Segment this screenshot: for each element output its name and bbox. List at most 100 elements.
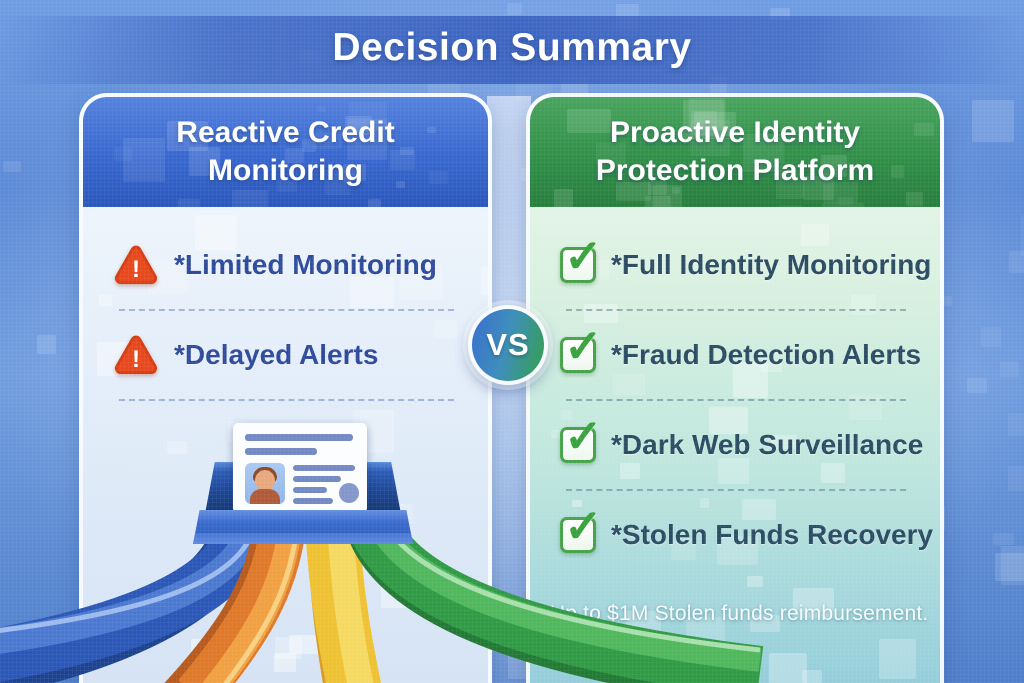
mosaic-square [232, 190, 268, 207]
list-item: ✓ *Dark Web Surveillance [560, 413, 923, 477]
vs-badge: VS [468, 305, 548, 385]
mosaic-square [478, 610, 488, 639]
mosaic-square [274, 652, 297, 673]
mosaic-square [378, 503, 412, 525]
mosaic-square [36, 335, 56, 354]
warning-exclamation: ! [132, 256, 140, 283]
mosaic-square [768, 652, 807, 683]
mosaic-square [878, 639, 917, 679]
mosaic-square [331, 609, 344, 620]
mosaic-square [967, 377, 987, 393]
mosaic-square [427, 127, 437, 134]
divider [566, 399, 906, 401]
title-band [0, 16, 1024, 84]
list-item: ! *Delayed Alerts [113, 323, 460, 387]
checkbox-checked-icon: ✓ [560, 503, 603, 553]
mosaic-square [485, 605, 488, 619]
divider [566, 489, 906, 491]
mosaic-square [644, 195, 672, 207]
mosaic-square [980, 327, 1002, 348]
right-panel-title-line1: Proactive Identity [609, 115, 861, 149]
checkbox-checked-icon: ✓ [560, 233, 603, 283]
page-title: Decision Summary [332, 26, 692, 69]
left-panel-card: Reactive Credit Monitoring ! *Limited Mo… [79, 93, 492, 683]
mosaic-square [395, 181, 405, 189]
mosaic-square [1008, 250, 1024, 274]
right-panel-list: ✓ *Full Identity Monitoring ✓ *Fraud Det… [530, 207, 940, 567]
vs-badge-label: VS [486, 327, 530, 362]
center-gap-glow [487, 96, 531, 683]
mosaic-square [3, 161, 22, 172]
mosaic-square [227, 420, 250, 443]
mosaic-square [891, 164, 904, 178]
mosaic-square [323, 560, 349, 574]
list-item: ✓ *Fraud Detection Alerts [560, 323, 921, 387]
mosaic-square [316, 106, 327, 113]
left-panel-title-line2: Monitoring [208, 154, 363, 187]
list-item: ! *Limited Monitoring [113, 233, 460, 297]
mosaic-square [133, 647, 143, 654]
list-item-label: *Stolen Funds Recovery [611, 519, 934, 550]
divider [566, 309, 906, 311]
right-panel-title-line2: Protection Platform [595, 154, 875, 187]
right-panel-header: Proactive Identity Protection Platform [530, 97, 940, 207]
mosaic-square [554, 189, 574, 207]
list-item: ✓ *Stolen Funds Recovery [560, 503, 933, 567]
mosaic-square [167, 441, 188, 454]
checkbox-checked-icon: ✓ [560, 323, 603, 373]
divider [119, 309, 454, 311]
mosaic-square [428, 170, 448, 185]
mosaic-square [352, 410, 395, 453]
list-item-label: *Delayed Alerts [174, 339, 379, 370]
mosaic-square [1001, 545, 1024, 585]
mosaic-square [913, 122, 934, 136]
mosaic-square [400, 146, 415, 155]
warning-triangle-graphic: ! [115, 245, 157, 284]
list-item-label: *Limited Monitoring [174, 249, 437, 280]
mosaic-square [1007, 412, 1024, 436]
mosaic-square [380, 583, 421, 609]
mosaic-square [334, 636, 373, 663]
warning-triangle-graphic: ! [115, 335, 157, 374]
mosaic-square [178, 198, 200, 207]
mosaic-square [274, 637, 303, 660]
list-item-label: *Fraud Detection Alerts [611, 339, 922, 370]
check-glyph: ✓ [564, 410, 603, 462]
mosaic-square [802, 669, 823, 683]
check-glyph: ✓ [564, 320, 603, 372]
warning-icon: ! [113, 334, 159, 376]
mosaic-square [289, 635, 320, 654]
list-item: ✓ *Full Identity Monitoring [560, 233, 931, 297]
left-panel-list: ! *Limited Monitoring ! *Delayed Alerts [83, 207, 488, 401]
warning-triangle-path [115, 245, 157, 284]
mosaic-square [113, 146, 133, 162]
mosaic-square [389, 149, 416, 171]
mosaic-square [368, 198, 382, 207]
warning-icon: ! [113, 244, 159, 286]
mosaic-square [906, 192, 923, 207]
mosaic-square [1008, 466, 1024, 491]
mosaic-square [190, 639, 218, 667]
divider [119, 399, 454, 401]
footnote: *Up to $1M Stolen funds reimbursement. [541, 602, 929, 625]
check-glyph: ✓ [564, 500, 603, 552]
left-panel-header: Reactive Credit Monitoring [83, 97, 488, 207]
left-panel-title-line1: Reactive Credit [176, 115, 395, 149]
mosaic-square [567, 109, 611, 134]
warning-triangle-path [115, 335, 157, 374]
mosaic-square [994, 553, 1024, 582]
mosaic-square [838, 196, 853, 206]
mosaic-square [993, 533, 1014, 545]
mosaic-square [304, 477, 314, 484]
warning-exclamation: ! [132, 346, 140, 373]
list-item-label: *Full Identity Monitoring [611, 249, 932, 280]
mosaic-square [1000, 362, 1019, 378]
mosaic-square [91, 622, 106, 636]
mosaic-square [122, 138, 165, 183]
list-item-label: *Dark Web Surveillance [611, 429, 924, 460]
mosaic-square [747, 575, 763, 587]
mosaic-square [507, 2, 522, 15]
mosaic-square [972, 100, 1015, 142]
check-glyph: ✓ [564, 230, 603, 282]
checkbox-checked-icon: ✓ [560, 413, 603, 463]
